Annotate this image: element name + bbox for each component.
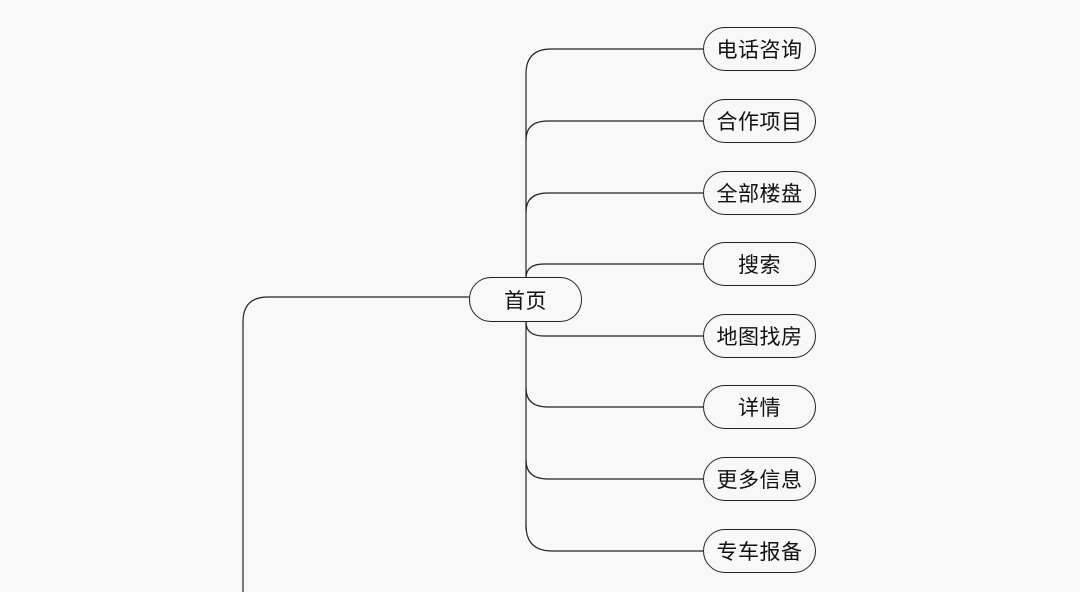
connector-child-8 (525, 524, 703, 552)
connector-left-trunk (242, 296, 469, 592)
connector-child-4 (525, 263, 703, 279)
child-node-search[interactable]: 搜索 (703, 242, 816, 286)
child-node-more-info[interactable]: 更多信息 (703, 457, 816, 501)
child-node-all-properties[interactable]: 全部楼盘 (703, 171, 816, 215)
connector-child-6 (525, 387, 703, 408)
connector-child-5 (525, 321, 703, 337)
connector-child-3 (525, 192, 703, 213)
root-node-home[interactable]: 首页 (469, 277, 582, 322)
child-node-details[interactable]: 详情 (703, 385, 816, 429)
connector-child-1 (525, 48, 703, 277)
connector-child-2 (525, 120, 703, 141)
child-node-map-search[interactable]: 地图找房 (703, 314, 816, 358)
child-node-car-booking[interactable]: 专车报备 (703, 529, 816, 573)
connector-child-7 (525, 459, 703, 480)
child-node-cooperation[interactable]: 合作项目 (703, 99, 816, 143)
child-node-phone-consult[interactable]: 电话咨询 (703, 27, 816, 71)
